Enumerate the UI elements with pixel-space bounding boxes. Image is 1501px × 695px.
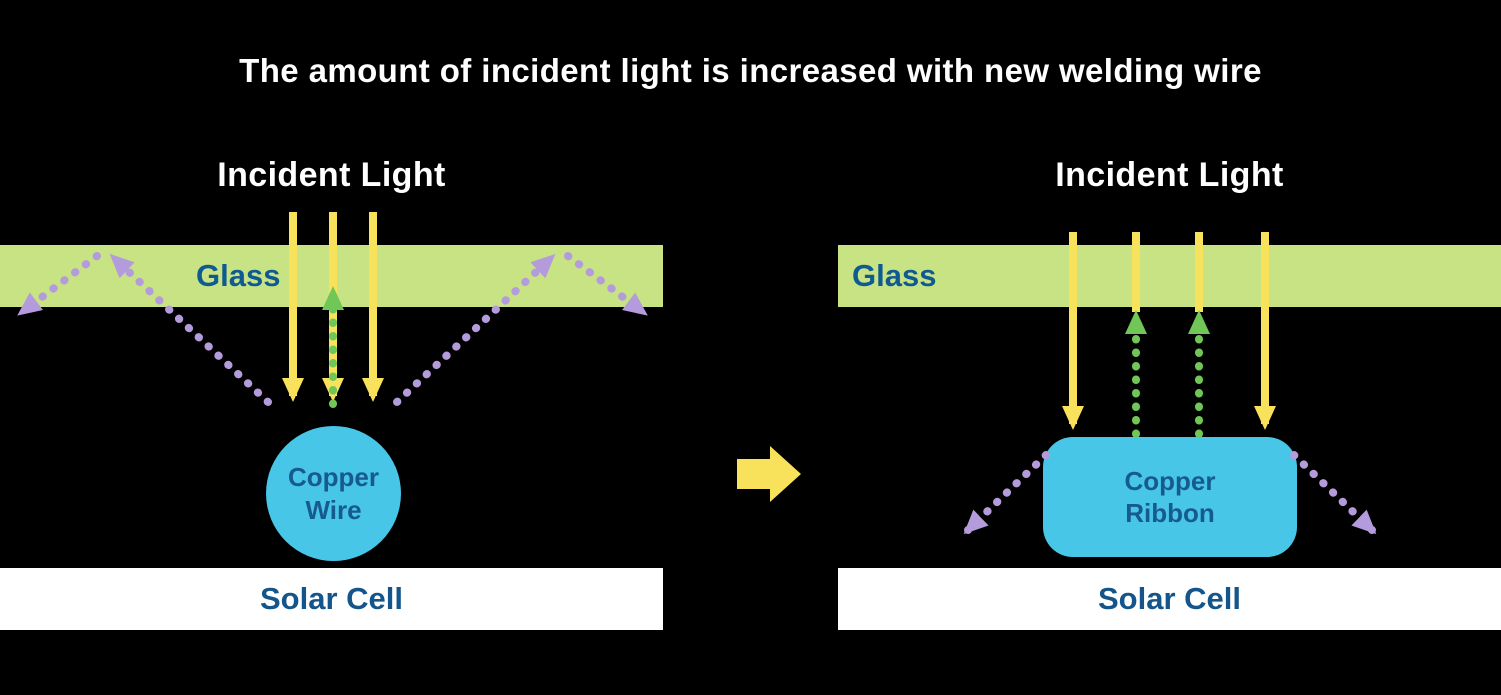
left-glass-label: Glass <box>196 258 281 293</box>
left-solar-cell-label: Solar Cell <box>260 581 403 616</box>
left-incident-light-label: Incident Light <box>217 156 446 194</box>
copper-wire-shape: Copper Wire <box>266 426 401 561</box>
right-incident-light-label: Incident Light <box>1055 156 1284 194</box>
copper-ribbon-label-line2: Ribbon <box>1125 498 1215 528</box>
copper-ribbon-label-line1: Copper <box>1124 465 1216 496</box>
copper-ribbon-shape: Copper Ribbon <box>1043 437 1297 557</box>
right-glass-label: Glass <box>852 258 937 293</box>
right-glass-band <box>838 245 1501 307</box>
right-solar-cell-label: Solar Cell <box>1098 581 1241 616</box>
left-solar-cell: Solar Cell <box>0 568 663 630</box>
diagram-title: The amount of incident light is increase… <box>239 52 1262 89</box>
copper-wire-label-line1: Copper <box>288 462 379 492</box>
right-solar-cell: Solar Cell <box>838 568 1501 630</box>
left-glass-band <box>0 245 663 307</box>
transition-arrow <box>737 446 801 502</box>
copper-wire-label-line2: Wire <box>305 494 362 525</box>
right-reflected-ray-arrows <box>1125 310 1210 438</box>
